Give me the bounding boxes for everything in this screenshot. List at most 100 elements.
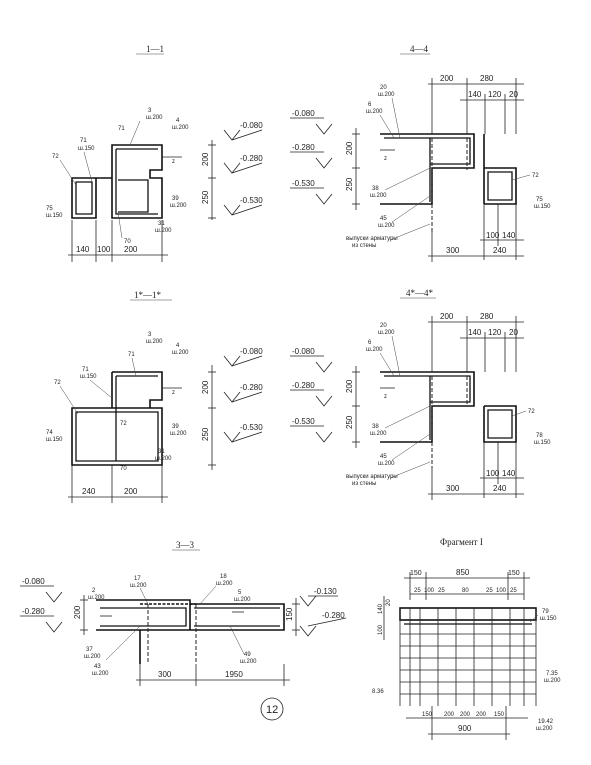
svg-text:140: 140 (502, 231, 516, 240)
svg-text:ш.150: ш.150 (46, 437, 63, 443)
svg-text:ш.200: ш.200 (92, 671, 109, 677)
svg-text:75: 75 (536, 197, 543, 203)
svg-text:4: 4 (176, 343, 180, 349)
svg-text:-0.280: -0.280 (292, 143, 315, 152)
rebar-marks: 20 ш.200 6 ш.200 72 75 ш.150 38 ш.200 45… (346, 85, 551, 249)
svg-text:240: 240 (493, 484, 507, 493)
svg-text:71: 71 (80, 138, 87, 144)
svg-text:71: 71 (128, 352, 135, 358)
svg-text:100: 100 (486, 231, 500, 240)
svg-text:72: 72 (52, 154, 59, 160)
svg-text:78: 78 (536, 433, 543, 439)
svg-text:120: 120 (488, 328, 502, 337)
svg-text:70: 70 (120, 466, 127, 472)
svg-text:ш.200: ш.200 (370, 193, 387, 199)
svg-text:ш.200: ш.200 (216, 581, 233, 587)
svg-text:ш.200: ш.200 (172, 125, 189, 131)
svg-text:ш.200: ш.200 (172, 350, 189, 356)
svg-text:250: 250 (201, 427, 210, 441)
svg-text:-0.130: -0.130 (314, 587, 337, 596)
svg-text:150: 150 (285, 607, 294, 621)
svg-text:-0.530: -0.530 (292, 179, 315, 188)
svg-text:z: z (172, 159, 175, 165)
svg-text:280: 280 (480, 74, 494, 83)
svg-text:150: 150 (508, 570, 520, 577)
svg-text:25: 25 (414, 588, 421, 594)
svg-text:72: 72 (120, 421, 127, 427)
svg-text:31: 31 (158, 221, 165, 227)
svg-text:850: 850 (456, 568, 470, 577)
page-number-circle (260, 697, 284, 721)
svg-text:z: z (384, 156, 387, 162)
svg-text:39: 39 (172, 196, 179, 202)
svg-text:200: 200 (73, 605, 82, 619)
rebar-marks: 3 ш.200 4 ш.200 71 71 ш.150 72 75 ш.150 … (46, 108, 189, 245)
svg-text:20: 20 (509, 328, 518, 337)
fragment-title: Фрагмент I (440, 537, 483, 547)
level-marks: -0.080 -0.280 -0.130 -0.280 (20, 577, 347, 637)
svg-text:3: 3 (148, 332, 152, 338)
svg-text:3: 3 (148, 108, 152, 114)
svg-text:ш.200: ш.200 (366, 347, 383, 353)
svg-text:71: 71 (118, 126, 125, 132)
svg-text:900: 900 (458, 724, 472, 733)
svg-text:100: 100 (496, 588, 507, 594)
svg-text:45: 45 (380, 216, 387, 222)
svg-text:250: 250 (345, 415, 354, 429)
svg-text:ш.200: ш.200 (378, 92, 395, 98)
section-1-1-title: 1—1 (146, 44, 164, 54)
svg-text:ш.200: ш.200 (536, 726, 553, 732)
svg-text:-0.530: -0.530 (240, 423, 263, 432)
svg-text:200: 200 (201, 380, 210, 394)
level-marks: -0.080 -0.280 -0.530 (290, 109, 333, 205)
svg-text:72: 72 (528, 409, 535, 415)
svg-text:25: 25 (510, 588, 517, 594)
svg-text:выпуски арматуры: выпуски арматуры (346, 474, 398, 480)
svg-text:100: 100 (486, 469, 500, 478)
svg-text:200: 200 (440, 74, 454, 83)
svg-text:ш.150: ш.150 (534, 204, 551, 210)
dim-h-100: 100 (97, 245, 111, 254)
svg-text:79: 79 (542, 609, 549, 615)
svg-text:31: 31 (158, 449, 165, 455)
svg-text:ш.150: ш.150 (534, 440, 551, 446)
svg-text:72: 72 (532, 173, 539, 179)
svg-text:17: 17 (134, 576, 141, 582)
svg-text:-0.080: -0.080 (240, 121, 263, 130)
svg-text:200: 200 (444, 712, 455, 718)
svg-text:ш.200: ш.200 (170, 431, 187, 437)
svg-text:120: 120 (488, 90, 502, 99)
svg-text:49: 49 (244, 652, 251, 658)
svg-text:z: z (172, 390, 175, 396)
svg-text:80: 80 (462, 588, 469, 594)
svg-text:240: 240 (493, 246, 507, 255)
svg-text:200: 200 (345, 141, 354, 155)
svg-text:200: 200 (345, 379, 354, 393)
svg-text:140: 140 (378, 603, 384, 614)
svg-text:-0.280: -0.280 (240, 154, 263, 163)
svg-text:ш.200: ш.200 (544, 678, 561, 684)
svg-text:20: 20 (509, 90, 518, 99)
svg-text:140: 140 (468, 90, 482, 99)
level-marks: -0.080 -0.280 -0.530 (223, 347, 263, 443)
svg-text:20: 20 (380, 323, 387, 329)
rebar-marks: 79 ш.150 7.35 ш.200 8.36 19.42 ш.200 (372, 609, 561, 732)
svg-text:18: 18 (220, 574, 227, 580)
svg-text:-0.080: -0.080 (240, 347, 263, 356)
svg-text:200: 200 (124, 487, 138, 496)
svg-text:-0.080: -0.080 (292, 347, 315, 356)
svg-text:из стены: из стены (352, 243, 376, 249)
top-subdims: 25 100 25 80 25 100 25 (414, 588, 517, 594)
svg-text:ш.200: ш.200 (366, 109, 383, 115)
svg-text:ш.150: ш.150 (80, 374, 97, 380)
svg-text:-0.080: -0.080 (292, 109, 315, 118)
rebar-grid (400, 608, 536, 706)
svg-text:38: 38 (372, 186, 379, 192)
svg-text:8.36: 8.36 (372, 689, 384, 695)
svg-text:280: 280 (480, 312, 494, 321)
svg-text:300: 300 (446, 484, 460, 493)
svg-text:37: 37 (86, 647, 93, 653)
svg-text:ш.200: ш.200 (130, 583, 147, 589)
svg-text:-0.280: -0.280 (240, 383, 263, 392)
